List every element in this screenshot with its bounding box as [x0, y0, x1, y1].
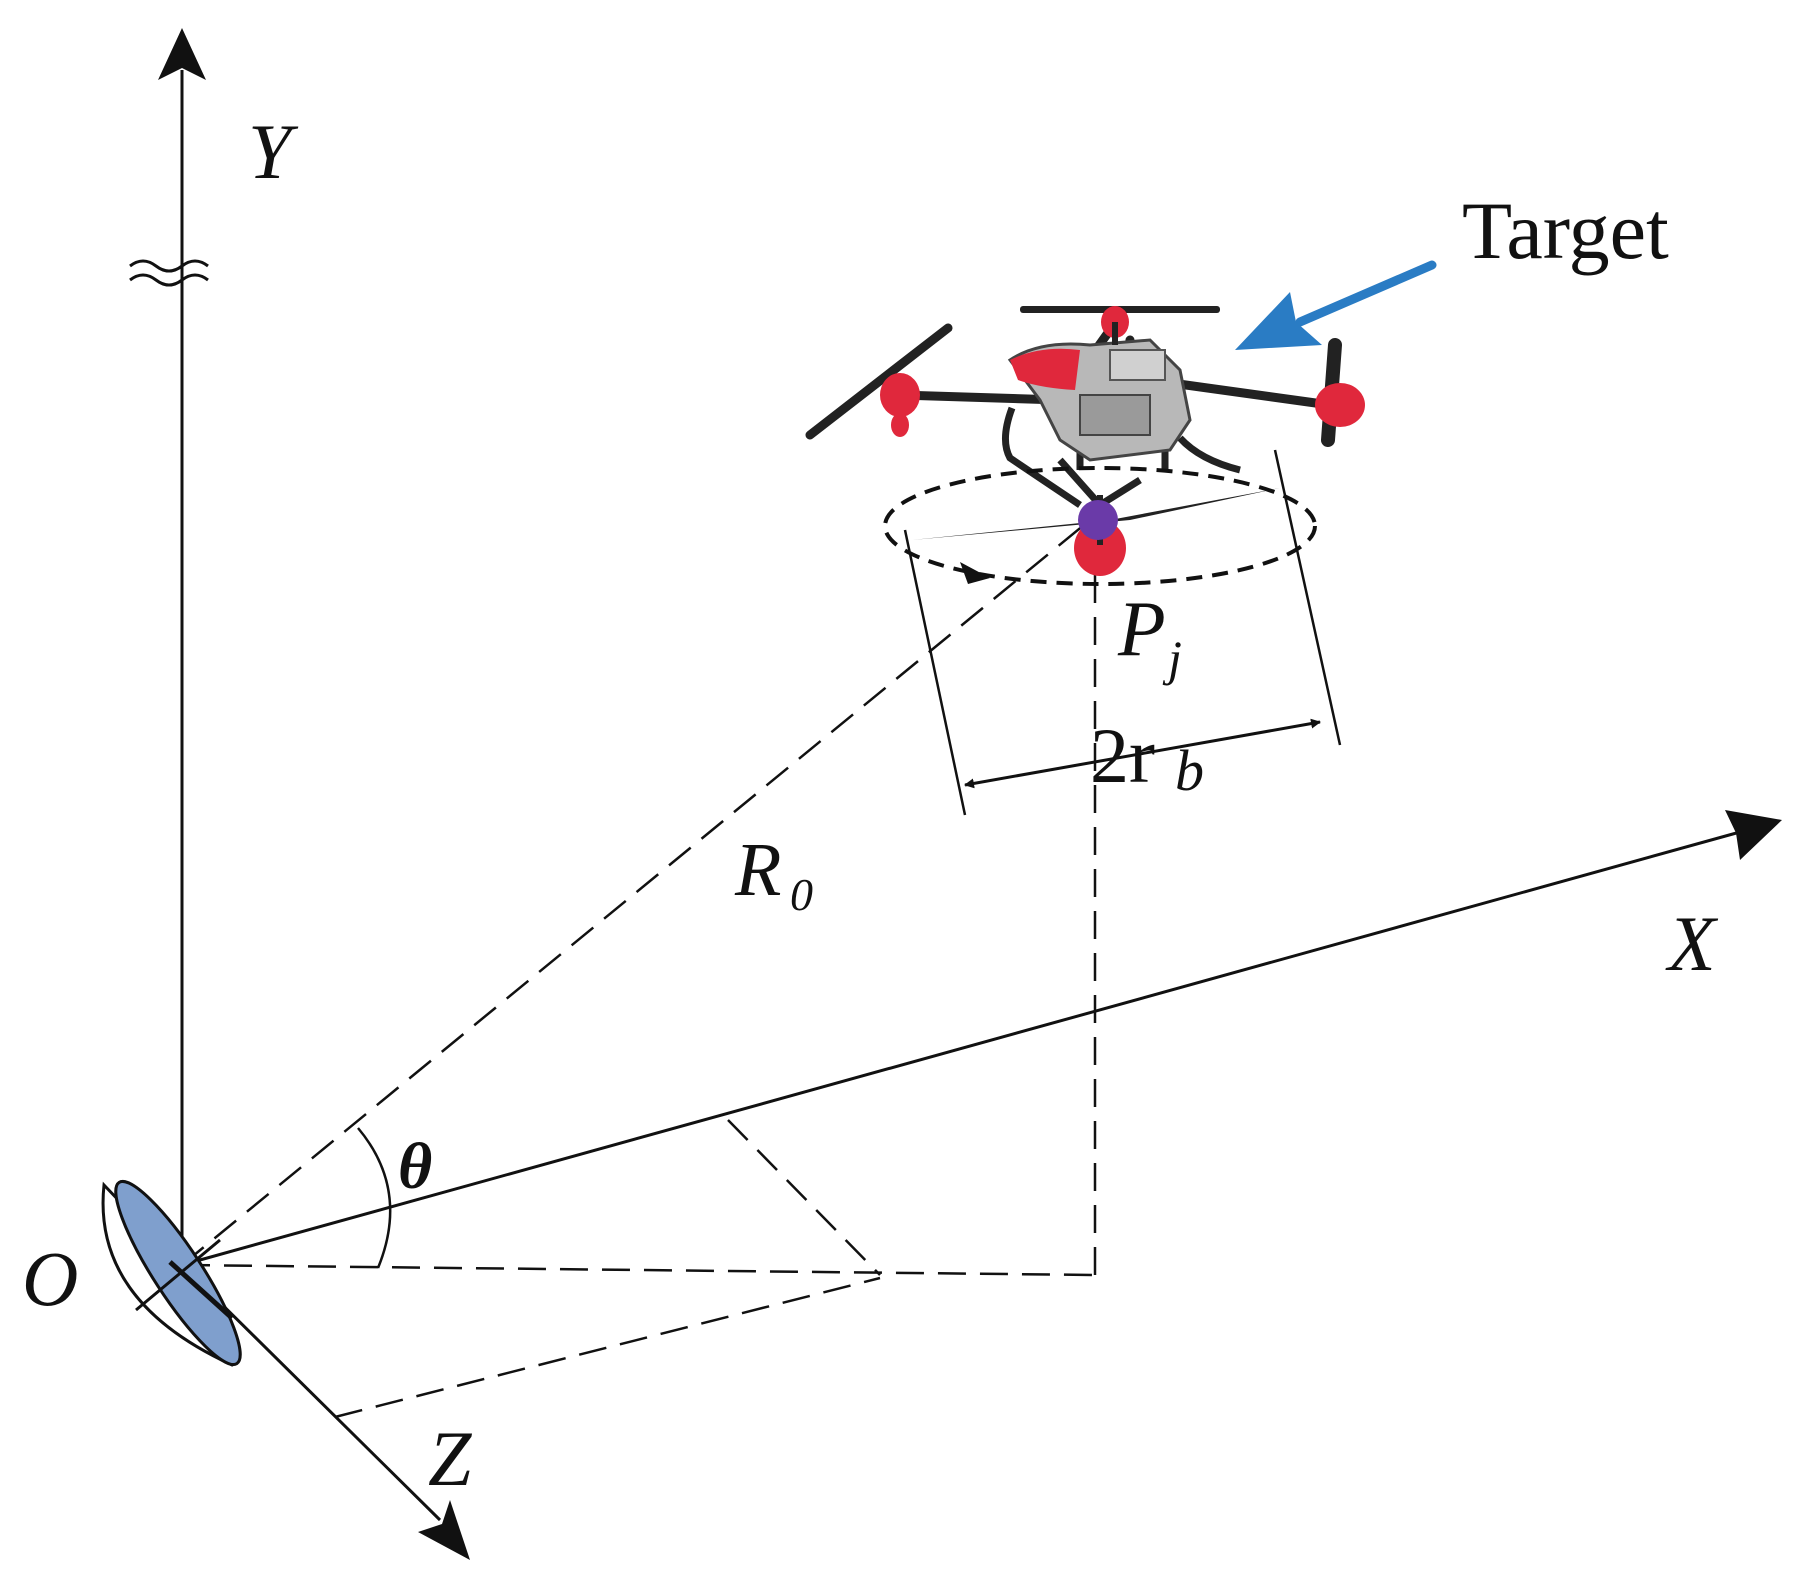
z-axis-label: Z — [428, 1415, 473, 1502]
theta-angle-arc — [357, 1127, 392, 1269]
svg-text:b: b — [1175, 738, 1204, 803]
construction-lines — [181, 519, 1097, 1419]
y-axis-label: Y — [248, 108, 299, 195]
x-axis-arrowhead — [1725, 810, 1782, 860]
diameter-2rb-label: 2r b — [1090, 712, 1204, 803]
x-axis-label: X — [1665, 900, 1719, 987]
scatter-point-pj — [1078, 500, 1118, 540]
ground-projection-line — [181, 1263, 1096, 1277]
origin-label: O — [22, 1235, 78, 1322]
diameter-extension-right — [1273, 449, 1342, 746]
target-arrow-icon — [1235, 260, 1437, 350]
theta-angle-label: θ — [398, 1130, 432, 1203]
z-axis-arrowhead — [418, 1500, 470, 1560]
axis-break-icon — [129, 259, 209, 287]
x-drop-dashed — [727, 1119, 881, 1276]
target-label: Target — [1462, 185, 1669, 276]
range-r0-label: R 0 — [734, 828, 813, 920]
drone-icon — [805, 306, 1365, 586]
diameter-extension-left — [903, 529, 967, 816]
rotation-direction-arrowhead — [960, 562, 990, 584]
svg-text:0: 0 — [790, 869, 813, 920]
rotor-rotation-circle — [883, 466, 1317, 586]
x-axis-line — [181, 830, 1741, 1267]
svg-text:R: R — [734, 828, 781, 912]
y-axis-arrowhead — [158, 28, 206, 80]
diameter-dimension-arrow — [964, 718, 1321, 789]
point-pj-label: P j — [1117, 585, 1182, 686]
radar-dish-icon — [101, 1179, 242, 1367]
svg-text:2r: 2r — [1090, 712, 1155, 799]
svg-text:P: P — [1117, 585, 1166, 672]
z-drop-dashed — [334, 1276, 881, 1419]
r0-range-line — [181, 519, 1091, 1266]
